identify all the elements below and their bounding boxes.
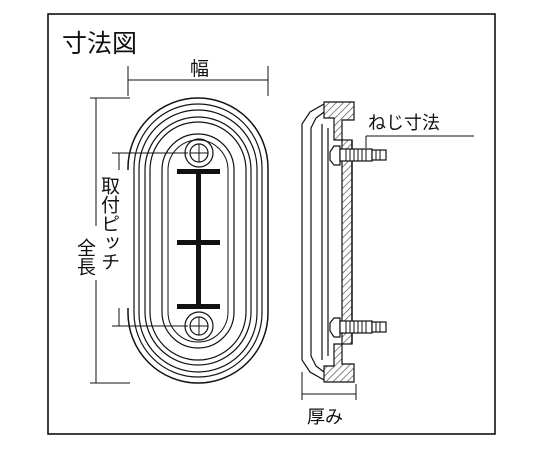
total-length-label: 全長 (74, 238, 96, 276)
width-label: 幅 (190, 58, 209, 80)
side-section-view (301, 101, 387, 383)
screw-bottom-icon (184, 311, 214, 341)
cross-bar-bottom (177, 304, 220, 309)
screw-size-label: ねじ寸法 (368, 113, 440, 134)
inner-recess (161, 133, 235, 349)
side-screw-bottom-icon (329, 317, 387, 338)
thickness-label: 厚み (307, 407, 343, 428)
diagram-frame (47, 13, 496, 435)
screw-size-leader (365, 135, 474, 148)
panel-section (341, 139, 353, 345)
diagram-title: 寸法図 (62, 29, 137, 58)
thickness-dimension (301, 372, 357, 400)
cross-bar-middle (177, 240, 220, 245)
front-view (127, 97, 269, 384)
cross-bar-top (177, 169, 220, 174)
side-screw-top-icon (329, 145, 387, 166)
center-bar (196, 169, 201, 309)
mount-pitch-label: 取付ピッチ (98, 176, 120, 271)
screw-top-icon (184, 138, 214, 168)
width-dimension (127, 66, 269, 96)
